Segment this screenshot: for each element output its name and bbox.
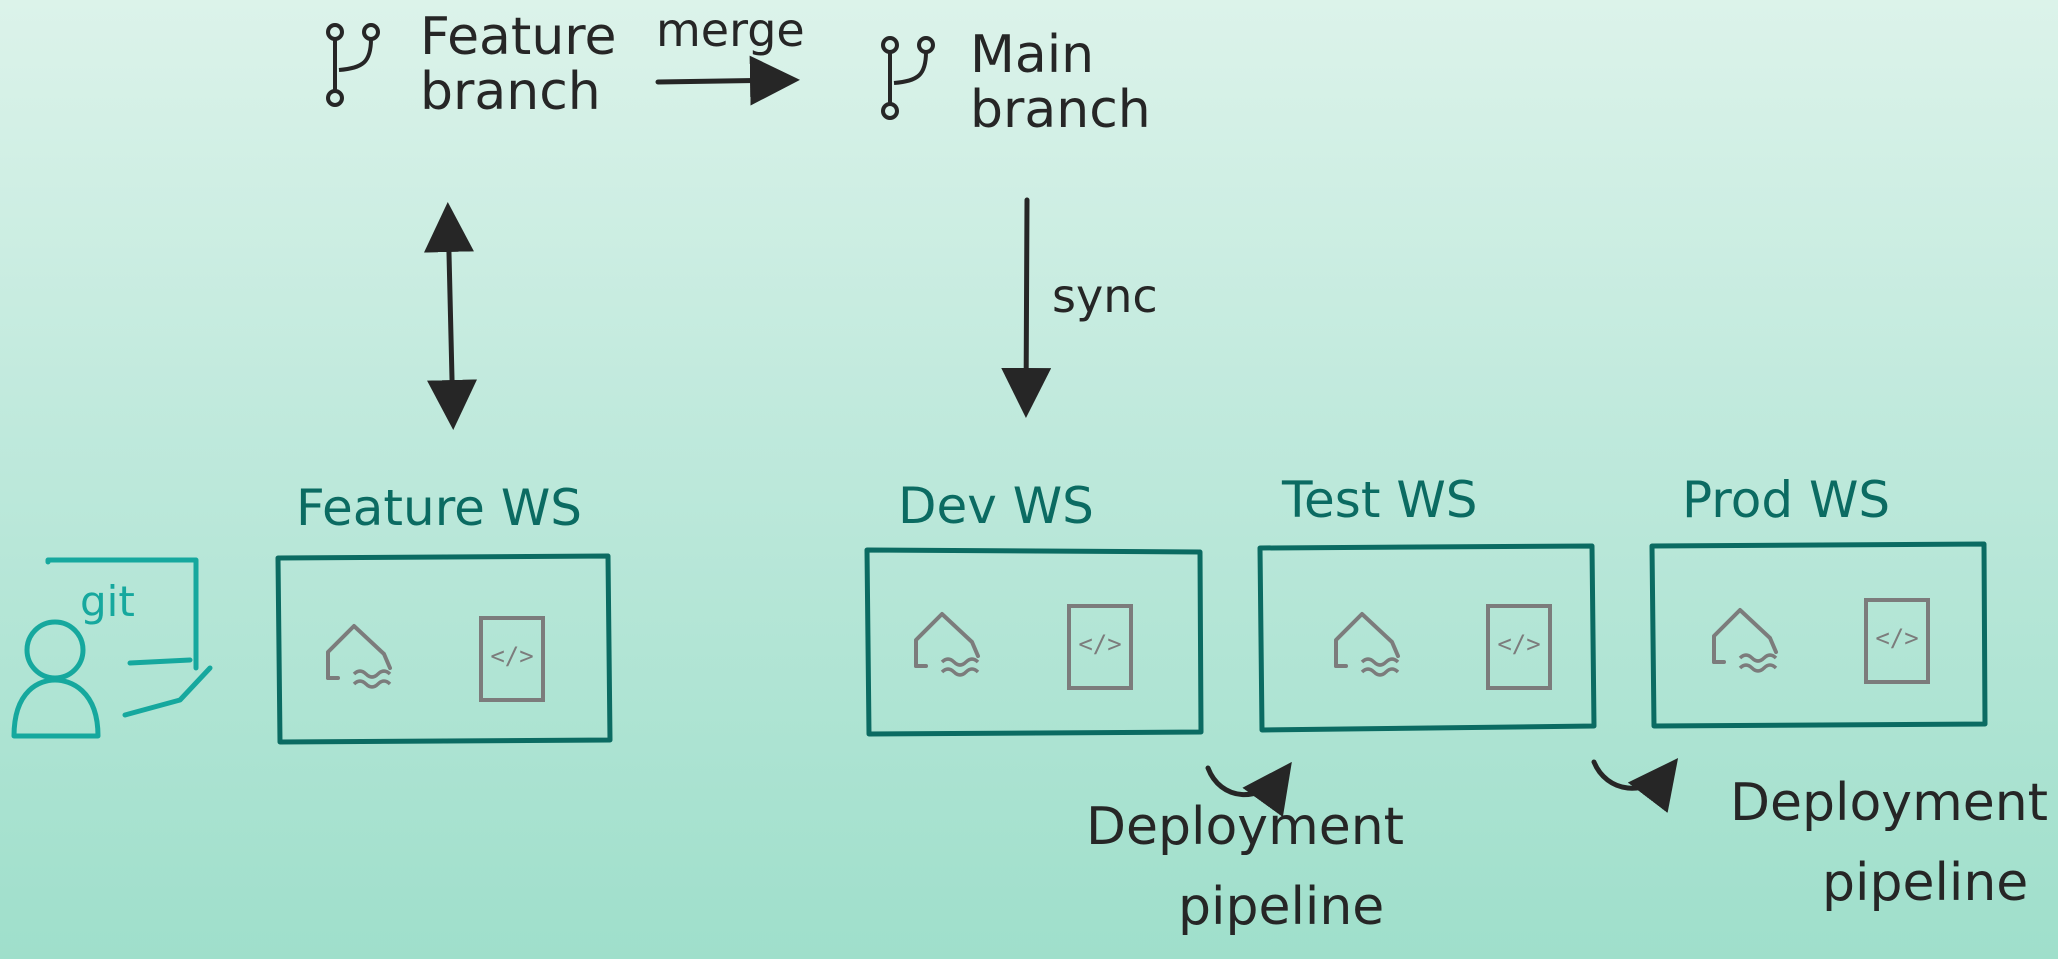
main-branch-label-line1: Main	[970, 25, 1095, 85]
lakehouse-icon	[326, 624, 392, 689]
test-ws-label: Test WS	[1282, 471, 1478, 529]
deploy-arrow-test-prod	[1591, 758, 1679, 813]
code-file-icon	[1864, 598, 1930, 684]
feature-branch-label-line1: Feature	[420, 7, 617, 67]
feature-ws-label: Feature WS	[296, 479, 583, 537]
user-icon	[11, 557, 213, 739]
code-file-icon	[479, 616, 545, 702]
main-branch-label-line2: branch	[970, 79, 1151, 140]
main-branch-label: Main branch	[970, 28, 1151, 137]
feature-sync-arrow	[423, 202, 478, 430]
sync-label: sync	[1052, 269, 1158, 323]
prod-ws-box	[1649, 541, 1988, 729]
merge-label: merge	[656, 3, 805, 57]
feature-branch-icon	[326, 23, 380, 107]
pipeline-2-line1: Deployment	[1730, 773, 2049, 833]
feature-branch-label-line2: branch	[420, 61, 601, 122]
test-ws-box	[1257, 543, 1597, 733]
code-file-icon	[1486, 604, 1552, 690]
lakehouse-icon	[914, 612, 980, 677]
main-branch-icon	[881, 36, 935, 120]
pipeline-1-line2: pipeline	[1178, 877, 1385, 937]
dev-ws-label: Dev WS	[898, 477, 1094, 535]
pipeline-1-line1: Deployment	[1086, 797, 1405, 857]
feature-branch-label: Feature branch	[420, 10, 617, 119]
lakehouse-icon	[1334, 612, 1400, 677]
main-sync-arrow	[1001, 197, 1052, 418]
pipeline-2-line2: pipeline	[1822, 853, 2029, 913]
deploy-arrow-dev-test	[1205, 761, 1292, 818]
git-label: git	[80, 577, 135, 626]
code-file-icon	[1067, 604, 1133, 690]
merge-arrow	[655, 55, 800, 106]
prod-ws-label: Prod WS	[1682, 471, 1891, 529]
lakehouse-icon	[1712, 608, 1778, 673]
feature-ws-box	[275, 553, 613, 745]
dev-ws-box	[864, 547, 1204, 737]
